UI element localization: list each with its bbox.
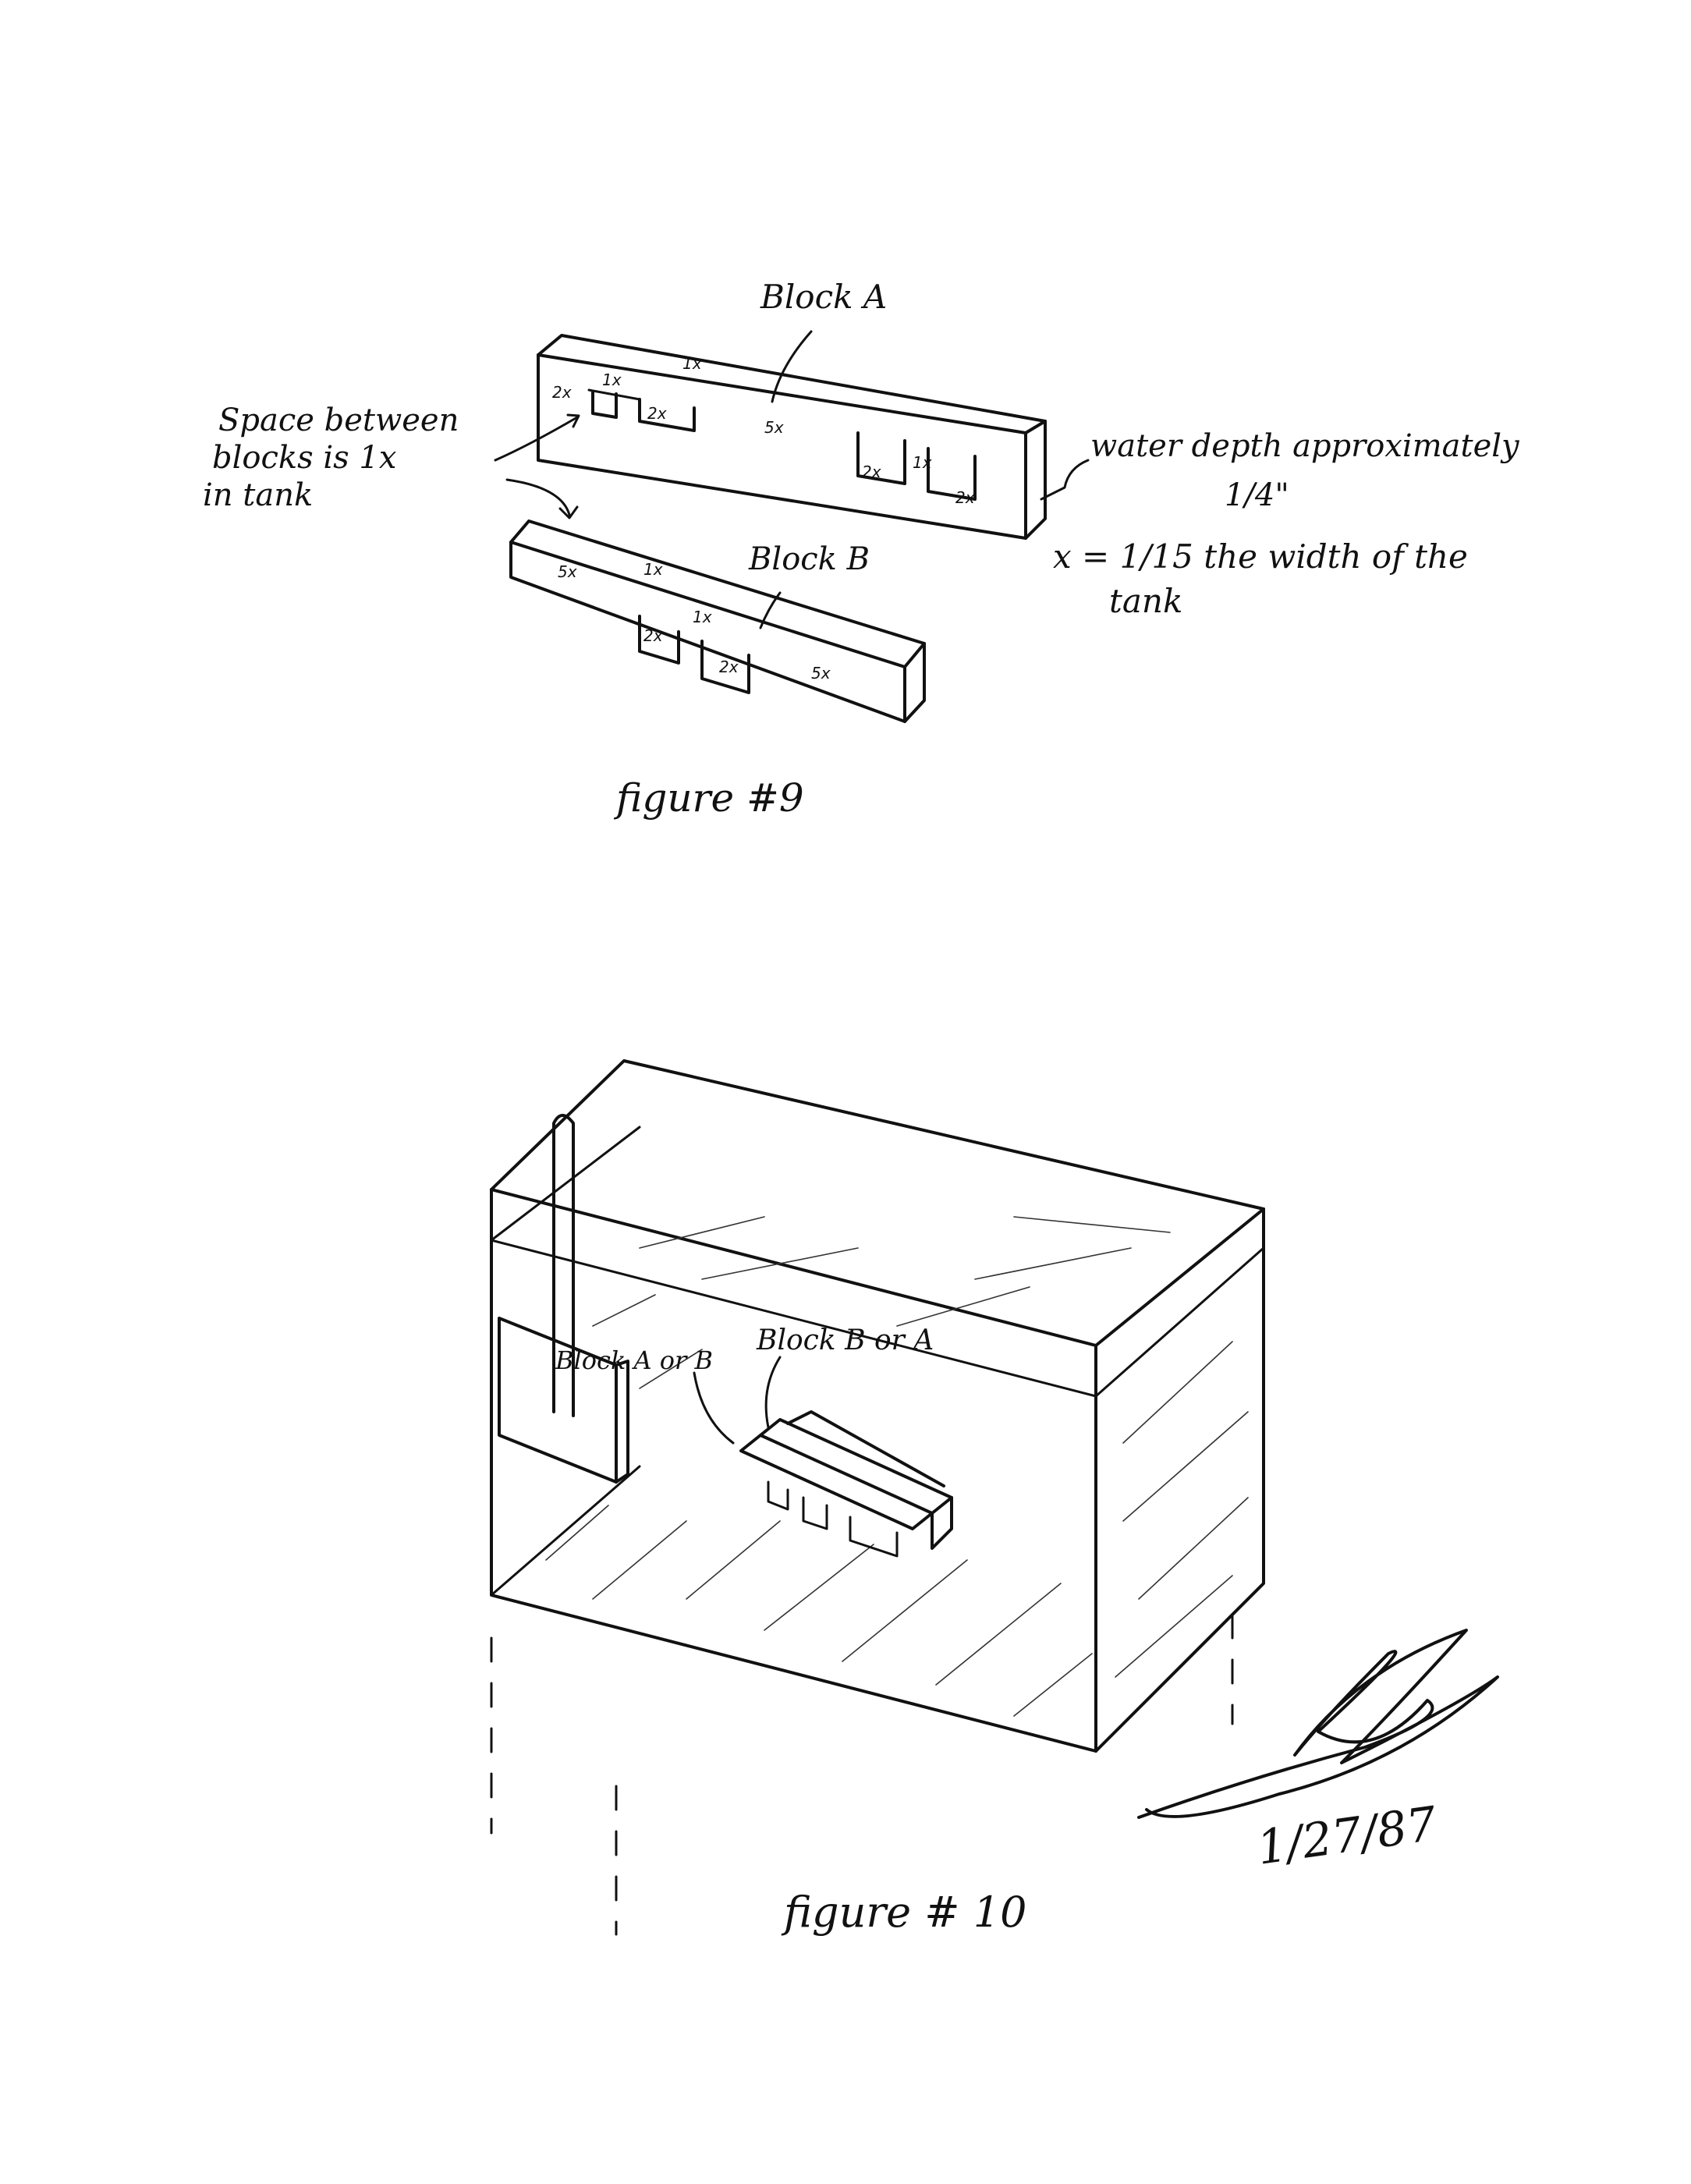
block-a-dim-3: 1x bbox=[682, 354, 702, 373]
block-a-label: Block A bbox=[760, 278, 887, 316]
block-b-dim-2: 1x bbox=[643, 560, 663, 579]
block-b-dim-6: 5x bbox=[811, 664, 831, 682]
label-b-or-a-leader bbox=[764, 1356, 782, 1429]
block-a-dim-8: 2x bbox=[955, 488, 975, 507]
tank bbox=[490, 1059, 1265, 1753]
space-note-line-3: in tank bbox=[203, 477, 313, 513]
block-a-dim-2: 1x bbox=[602, 370, 622, 389]
space-arrow-lower bbox=[505, 478, 579, 519]
block-b-leader bbox=[759, 591, 782, 629]
block-a-leader bbox=[771, 330, 813, 403]
blocks-in-tank bbox=[739, 1410, 953, 1558]
space-arrow-upper bbox=[494, 413, 580, 462]
tank-support-lines bbox=[490, 1613, 1234, 1936]
figure-9-caption: figure #9 bbox=[613, 775, 804, 821]
block-a-dim-5: 5x bbox=[764, 418, 784, 437]
figure-9: 2x 1x 1x 2x 5x 2x 1x 2x 5x 1x 2x 1x 2x 5… bbox=[203, 278, 1520, 821]
block-b bbox=[509, 519, 926, 723]
signature: 1/27/87 bbox=[1137, 1629, 1499, 1876]
block-a-dim-4: 2x bbox=[647, 404, 667, 423]
signature-date: 1/27/87 bbox=[1253, 1796, 1441, 1876]
block-a bbox=[537, 334, 1047, 540]
label-block-b-or-a: Block B or A bbox=[756, 1324, 934, 1356]
signature-scribble bbox=[1137, 1629, 1499, 1819]
block-a-dim-7: 1x bbox=[913, 453, 932, 472]
block-b-dim-3: 2x bbox=[643, 626, 663, 645]
figure-10-caption: figure # 10 bbox=[781, 1888, 1026, 1937]
block-b-dim-1: 5x bbox=[558, 562, 577, 581]
block-b-dim-4: 1x bbox=[693, 608, 712, 626]
label-a-or-b-leader bbox=[693, 1371, 735, 1445]
water-hatching bbox=[545, 1216, 1249, 1717]
space-note-line-1: Space between bbox=[218, 402, 459, 438]
block-a-dim-6: 2x bbox=[862, 463, 881, 481]
wave-paddle bbox=[498, 1114, 629, 1484]
figure-10: Block A or B Block B or A figure # 10 bbox=[490, 1059, 1265, 1937]
water-depth-note-line-2: 1/4" bbox=[1225, 477, 1289, 513]
block-b-dim-5: 2x bbox=[719, 658, 739, 676]
space-note-line-2: blocks is 1x bbox=[212, 440, 396, 476]
label-block-a-or-b: Block A or B bbox=[555, 1346, 713, 1375]
block-a-dim-1: 2x bbox=[552, 383, 572, 402]
water-depth-note-line-1: water depth approximately bbox=[1090, 428, 1520, 464]
x-note-line-2: tank bbox=[1109, 582, 1182, 620]
block-b-label: Block B bbox=[748, 541, 870, 577]
water-depth-leader bbox=[1040, 459, 1090, 501]
x-note-line-1: x = 1/15 the width of the bbox=[1053, 537, 1468, 576]
